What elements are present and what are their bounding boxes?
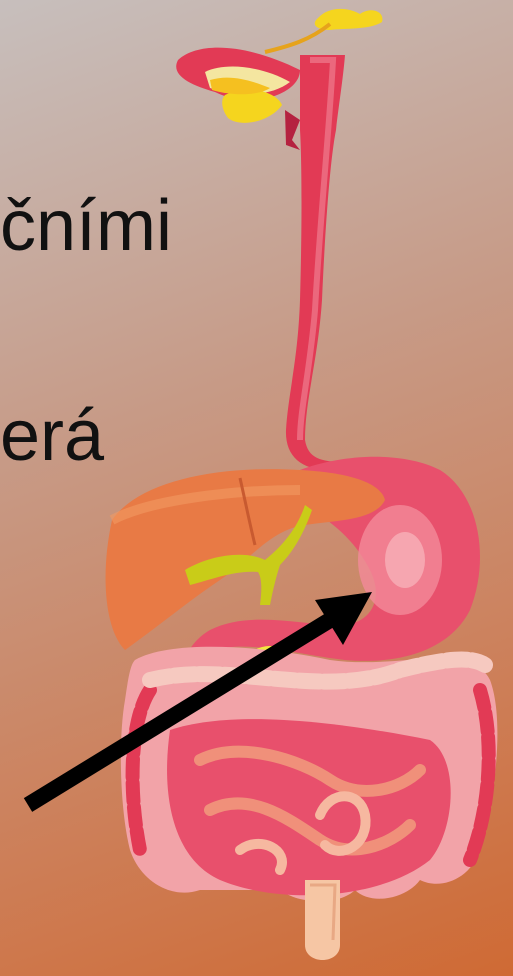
rectum [305, 880, 340, 960]
small-intestine [167, 719, 451, 895]
salivary-gland-icon [176, 9, 382, 123]
esophagus [285, 55, 345, 470]
